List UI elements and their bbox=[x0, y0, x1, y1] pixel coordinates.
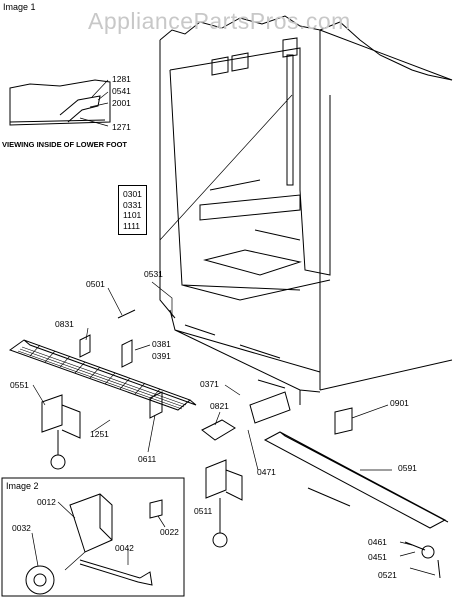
part-label-0012: 0012 bbox=[37, 497, 56, 507]
liner-back-step bbox=[209, 179, 301, 241]
image2-wheel-hub bbox=[33, 573, 47, 587]
inset-shape bbox=[9, 79, 111, 126]
part-label-0042: 0042 bbox=[115, 543, 134, 553]
part-label-0471: 0471 bbox=[257, 467, 276, 477]
part-label-0611: 0611 bbox=[138, 454, 157, 464]
liner-shelf bbox=[199, 194, 301, 221]
image2-bracket bbox=[69, 493, 113, 553]
part-label-0451: 0451 bbox=[368, 552, 387, 562]
inset-foot bbox=[59, 95, 101, 123]
part-label-0591: 0591 bbox=[398, 463, 417, 473]
part-label-0551: 0551 bbox=[10, 380, 29, 390]
bracket-0611 bbox=[149, 391, 163, 419]
rail-0591 bbox=[263, 431, 449, 529]
bracket-0821 bbox=[201, 419, 236, 441]
part-label-0501: 0501 bbox=[86, 279, 105, 289]
liner-floor bbox=[203, 249, 302, 276]
part-label-0371: 0371 bbox=[200, 379, 219, 389]
leader-lines bbox=[32, 94, 436, 576]
rail-top bbox=[282, 37, 298, 58]
bracket-0381 bbox=[121, 339, 133, 368]
inset-leaders bbox=[79, 79, 109, 127]
screw-0501 bbox=[117, 309, 136, 319]
pin-0521 bbox=[437, 559, 441, 579]
part-label-1111: 1111 bbox=[123, 220, 141, 231]
part-label-1281: 1281 bbox=[112, 74, 131, 84]
front-rail-slots bbox=[184, 324, 281, 359]
inset-caption: VIEWING INSIDE OF LOWER FOOT bbox=[2, 140, 127, 149]
screw-0371 bbox=[257, 379, 286, 389]
part-label-0531: 0531 bbox=[144, 269, 163, 279]
roller-0511 bbox=[212, 532, 228, 548]
image2-wheel bbox=[25, 565, 55, 595]
part-label-1251: 1251 bbox=[90, 429, 109, 439]
lower-front-rail bbox=[169, 309, 321, 405]
image2-axle bbox=[79, 559, 153, 586]
back-wall-decal bbox=[211, 52, 249, 76]
part-label-0521: 0521 bbox=[378, 570, 397, 580]
image1-label: Image 1 bbox=[3, 2, 36, 12]
part-label-0301: 0301 bbox=[123, 189, 142, 199]
watermark: AppliancePartsPros.com bbox=[88, 8, 351, 34]
axle-0451 bbox=[404, 541, 426, 551]
part-label-0541: 0541 bbox=[112, 86, 131, 96]
part-label-0022: 0022 bbox=[160, 527, 179, 537]
leveler-0511 bbox=[205, 459, 243, 501]
wheel-0461 bbox=[421, 545, 435, 559]
part-label-0821: 0821 bbox=[210, 401, 229, 411]
cabinet-side-panel bbox=[319, 29, 453, 391]
roller-left bbox=[50, 454, 66, 470]
image2-label: Image 2 bbox=[6, 481, 39, 491]
image2-box bbox=[1, 477, 185, 597]
image2-clip bbox=[149, 499, 163, 519]
part-label-0461: 0461 bbox=[368, 537, 387, 547]
cabinet-top-edge bbox=[159, 15, 453, 81]
bracket-0371 bbox=[249, 391, 291, 424]
part-label-1271: 1271 bbox=[112, 122, 131, 132]
part-label-2001: 2001 bbox=[112, 98, 131, 108]
leveler-left bbox=[41, 394, 81, 439]
image2-bracket-face bbox=[99, 494, 113, 541]
part-label-0032: 0032 bbox=[12, 523, 31, 533]
grille-slats bbox=[17, 344, 187, 410]
part-label-0511: 0511 bbox=[194, 506, 213, 516]
inner-liner bbox=[169, 47, 331, 301]
part-label-1101: 1101 bbox=[123, 210, 142, 220]
rod bbox=[307, 487, 351, 507]
part-stack-box: 0301 0331 1101 1111 bbox=[118, 185, 147, 235]
image2-leaders bbox=[31, 501, 166, 571]
part-label-0831: 0831 bbox=[55, 319, 74, 329]
part-label-0331: 0331 bbox=[123, 199, 142, 210]
bracket-0831 bbox=[79, 334, 91, 358]
part-label-0391: 0391 bbox=[152, 351, 171, 361]
vertical-rail bbox=[286, 54, 294, 186]
part-label-0901: 0901 bbox=[390, 398, 409, 408]
plate-0901 bbox=[334, 407, 353, 435]
part-label-0381: 0381 bbox=[152, 339, 171, 349]
